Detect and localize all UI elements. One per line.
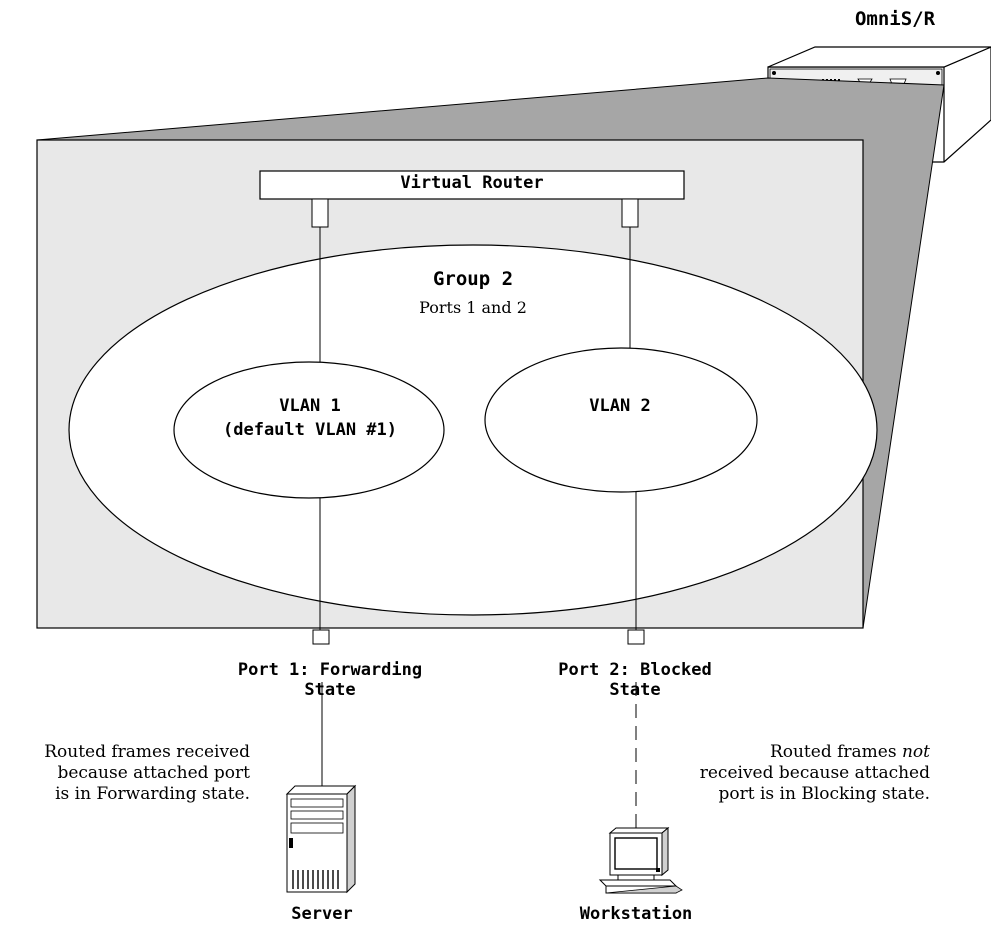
workstation-note-line: received because attached — [699, 763, 930, 783]
port2-state: State — [609, 680, 661, 700]
server-icon — [285, 784, 357, 894]
server-note-line: Routed frames received — [44, 742, 250, 762]
group-ellipse — [68, 244, 878, 616]
virtual-router-label: Virtual Router — [400, 173, 544, 193]
group-subtitle: Ports 1 and 2 — [419, 298, 527, 317]
server-label: Server — [291, 904, 353, 924]
port1-state: State — [304, 680, 356, 700]
router-port-left — [311, 198, 329, 228]
virtual-router-bar — [259, 170, 685, 200]
server-note-line: is in Forwarding state. — [55, 784, 250, 804]
device-name: OmniS/R — [854, 8, 936, 30]
group-title: Group 2 — [432, 268, 514, 290]
note-prefix: Routed frames — [769, 742, 902, 762]
port2-label: Port 2: Blocked — [558, 660, 712, 680]
vlan1-sublabel: (default VLAN #1) — [223, 420, 397, 440]
server-note: Routed frames received because attached … — [8, 742, 250, 805]
workstation-note: Routed frames not received because attac… — [690, 742, 930, 805]
port1-connector — [312, 629, 330, 645]
port2-connector — [627, 629, 645, 645]
vlan2-label: VLAN 2 — [589, 396, 651, 416]
workstation-icon — [598, 826, 683, 894]
port1-label: Port 1: Forwarding — [237, 660, 423, 680]
note-emphasis: not — [901, 742, 930, 762]
workstation-label: Workstation — [579, 904, 693, 924]
vlan2-ellipse — [484, 347, 758, 493]
workstation-note-line: port is in Blocking state. — [718, 784, 930, 804]
server-note-line: because attached port — [57, 763, 250, 783]
router-port-right — [621, 198, 639, 228]
vlan1-ellipse — [173, 361, 445, 499]
vlan1-label: VLAN 1 — [279, 396, 341, 416]
workstation-note-line: Routed frames not — [690, 742, 930, 763]
